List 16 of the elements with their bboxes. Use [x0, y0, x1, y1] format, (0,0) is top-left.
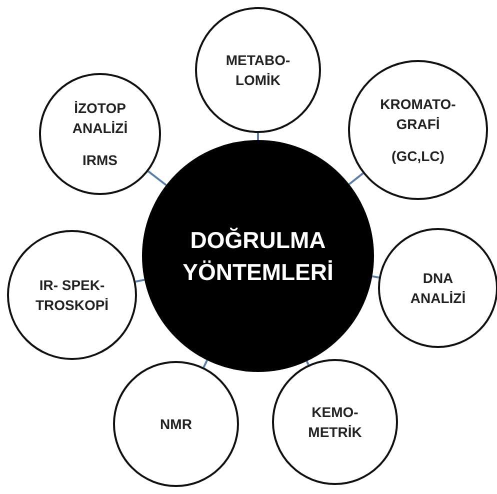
connector-line: [348, 172, 364, 186]
method-label: (GC,LC): [390, 147, 446, 166]
method-label: DNA ANALİZİ: [409, 268, 467, 308]
method-label: İZOTOP ANALİZİ: [71, 98, 129, 138]
method-label: IR- SPEK- TROSKOPİ: [34, 276, 110, 315]
connector-line: [372, 275, 380, 278]
method-label: KROMATO- GRAFİ: [379, 94, 457, 134]
connector-line: [202, 360, 208, 368]
connector-line: [135, 278, 145, 283]
method-label: METABO- LOMİK: [224, 50, 292, 90]
central-title: DOĞRULMA YÖNTEMLERİ: [182, 226, 334, 287]
connector-line: [148, 170, 167, 186]
method-label: IRMS: [82, 151, 118, 170]
method-label: NMR: [159, 414, 193, 434]
method-label: KEMO- METRİK: [307, 402, 363, 442]
connector-line: [257, 133, 259, 140]
